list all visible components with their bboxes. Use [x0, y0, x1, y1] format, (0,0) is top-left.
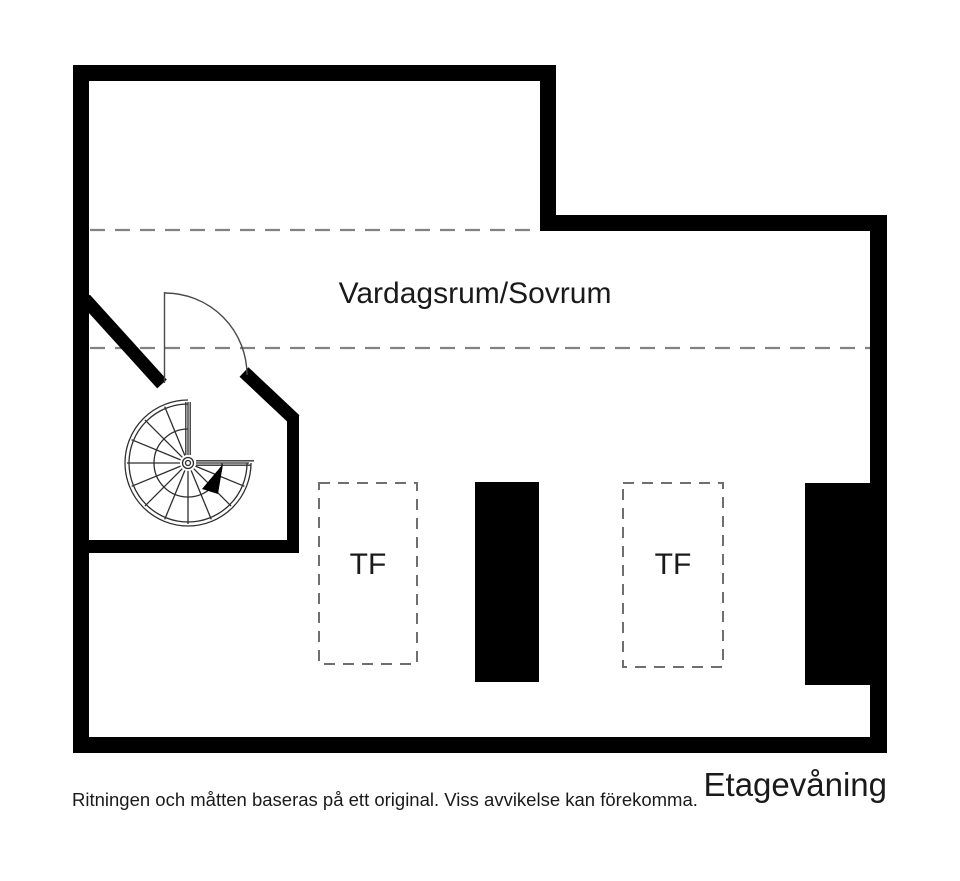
chimney-right [805, 483, 871, 685]
skylight-2-outline [622, 482, 724, 668]
interior-walls [73, 294, 300, 553]
skylight-1-outline [318, 482, 418, 665]
stair-outer-arc [124, 399, 252, 527]
wall-bottom [73, 737, 887, 753]
wall-diagonal-lower [239, 367, 300, 425]
room-label: Vardagsrum/Sovrum [339, 277, 612, 310]
outer-walls [73, 65, 887, 753]
wall-stair-bottom [73, 540, 299, 553]
ceiling-height-lines [90, 228, 870, 350]
door-arc [164, 292, 248, 376]
wall-top-left-section [73, 65, 556, 81]
wall-top-right-section [540, 215, 887, 231]
wall-left [73, 65, 89, 753]
stair-treads [127, 402, 249, 524]
stair-direction-arrow [202, 464, 223, 494]
spiral-staircase-icon [124, 399, 254, 527]
wall-right [870, 215, 887, 753]
skylight-1: TF [318, 482, 418, 665]
floor-label: Etagevåning [704, 766, 887, 803]
wall-stair-right [287, 415, 299, 553]
skylight-2-label: TF [655, 548, 692, 581]
stair-center-post-inner [184, 459, 192, 467]
skylight-1-label: TF [350, 548, 387, 581]
wall-diagonal-upper [80, 294, 167, 389]
chimney-center [475, 482, 539, 682]
skylight-2: TF [622, 482, 724, 668]
wall-step-vertical [540, 65, 556, 231]
disclaimer-text: Ritningen och måtten baseras på ett orig… [72, 789, 698, 810]
stair-center-post [181, 456, 195, 470]
stair-entry-edges [185, 402, 254, 466]
door-swing-icon [163, 292, 248, 383]
